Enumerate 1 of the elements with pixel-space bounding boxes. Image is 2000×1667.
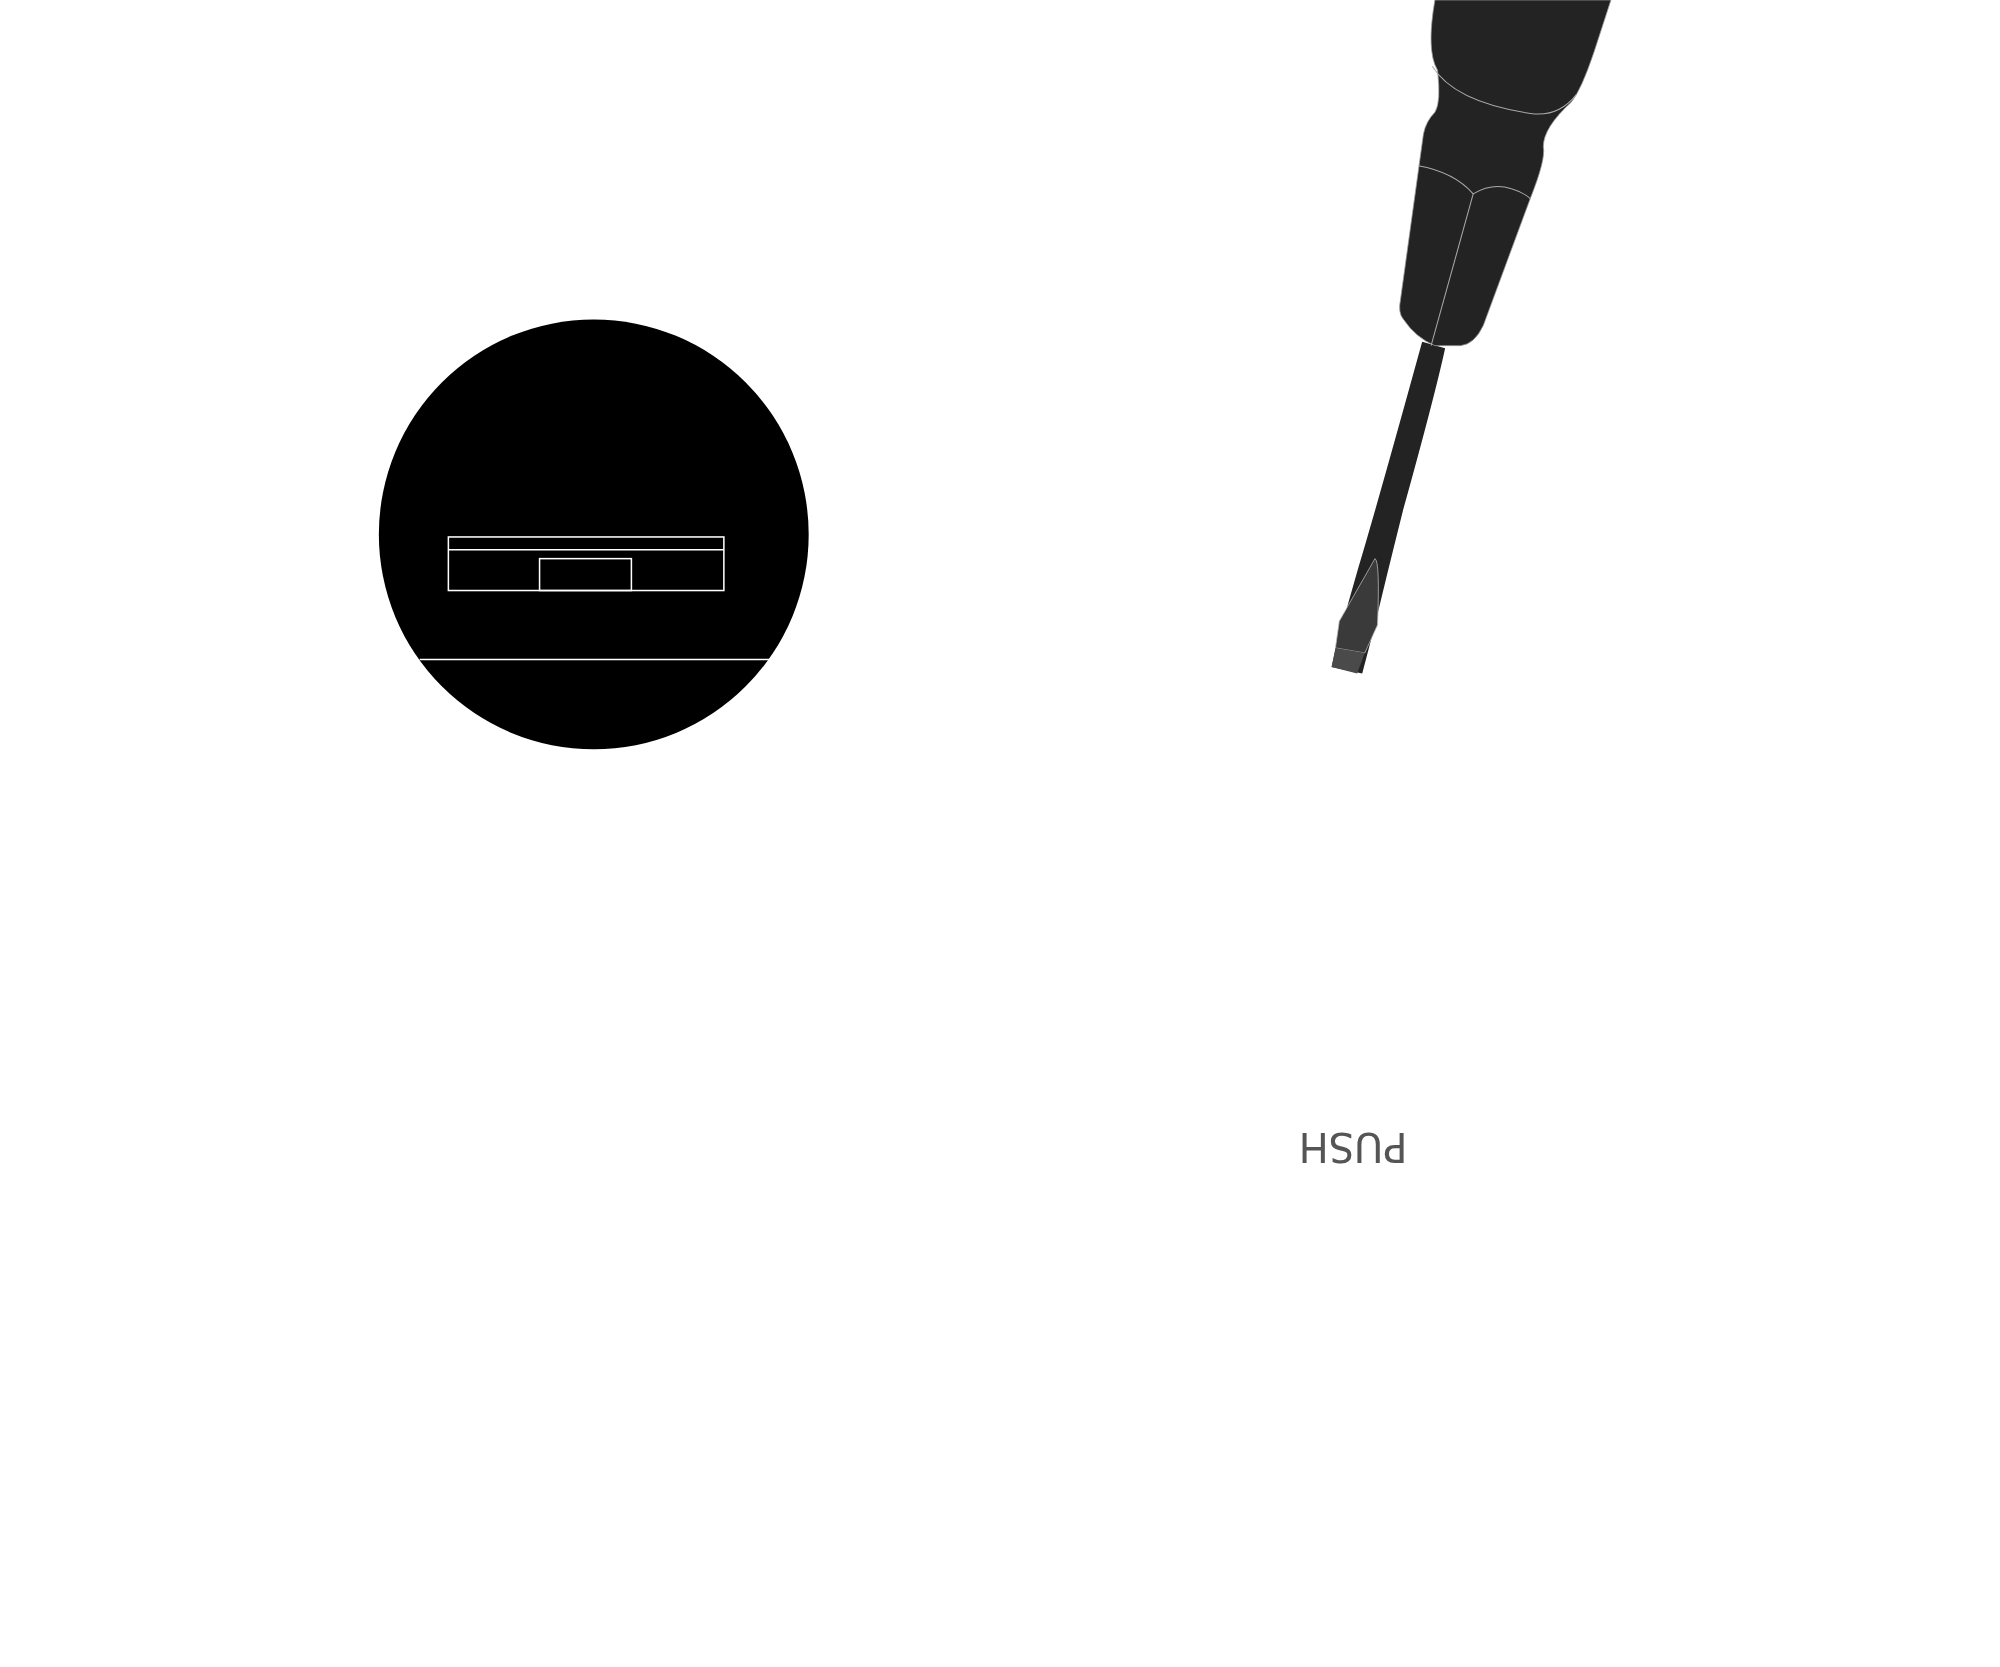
push-label: PUSH (1298, 1127, 1408, 1167)
